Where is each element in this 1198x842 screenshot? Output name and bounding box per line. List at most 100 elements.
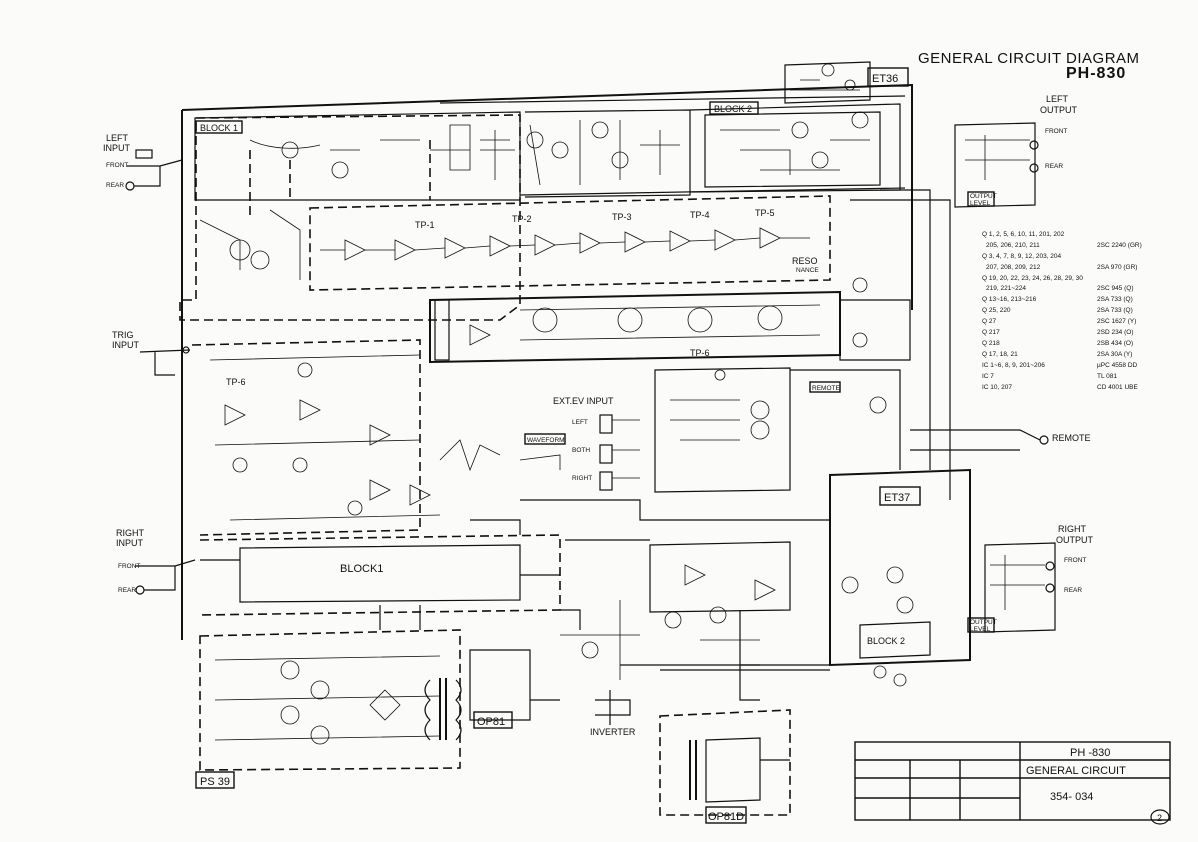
- tp-6-label-a: TP-6: [690, 348, 710, 358]
- left-input-label-1: LEFT: [106, 133, 129, 143]
- op81-label: OP81: [477, 716, 505, 728]
- svg-text:OUTPUT: OUTPUT: [970, 193, 997, 200]
- sheet-number: 2: [1150, 809, 1170, 825]
- svg-text:Q 27: Q 27: [982, 318, 996, 325]
- diagram-model: PH-830: [1066, 65, 1126, 82]
- block1-top-label-box: [195, 120, 243, 134]
- trig-input-section: TRIG INPUT: [112, 330, 191, 376]
- parts-list: Q 1, 2, 5, 6, 10, 11, 201, 202 205, 206,…: [982, 231, 1142, 391]
- tp-5-label: TP-5: [755, 208, 775, 218]
- title-block-model: PH -830: [1070, 747, 1110, 759]
- et36-label: ET36: [872, 73, 898, 85]
- svg-text:Q 217: Q 217: [982, 329, 1000, 336]
- et36-module: ET36: [784, 61, 909, 104]
- tp-6-label-b: TP-6: [226, 377, 246, 387]
- svg-text:LEVEL: LEVEL: [970, 626, 991, 633]
- svg-text:CD 4001 UBE: CD 4001 UBE: [1097, 384, 1138, 391]
- svg-text:2SA 970 (GR): 2SA 970 (GR): [1097, 264, 1137, 271]
- svg-text:µPC 4558 DD: µPC 4558 DD: [1097, 362, 1138, 369]
- remote-label: REMOTE: [1052, 433, 1091, 443]
- svg-text:205, 206, 210, 211: 205, 206, 210, 211: [986, 242, 1040, 249]
- trig-section: TP-6: [191, 339, 441, 536]
- svg-text:OUTPUT: OUTPUT: [970, 619, 997, 626]
- right-input-section: RIGHT INPUT FRONT REAR: [116, 528, 196, 595]
- svg-text:FRONT: FRONT: [1064, 557, 1086, 564]
- svg-text:BOTH: BOTH: [572, 447, 590, 454]
- waveform-label: WAVEFORM: [527, 437, 565, 444]
- svg-text:LEVEL: LEVEL: [970, 200, 991, 207]
- svg-text:Q 19, 20, 22, 23, 24, 26, 28,: Q 19, 20, 22, 23, 24, 26, 28, 29, 30: [982, 275, 1083, 282]
- title-block-number: 354- 034: [1050, 791, 1093, 803]
- svg-text:TL 081: TL 081: [1097, 373, 1117, 380]
- svg-text:RIGHT: RIGHT: [572, 475, 592, 482]
- svg-text:REAR: REAR: [106, 182, 124, 189]
- filter-stage: TP-1 TP-2 TP-3 TP-4 TP-5 RESO NANCE: [309, 195, 831, 291]
- right-input-label-2: INPUT: [116, 538, 144, 548]
- svg-text:2SA 733 (Q): 2SA 733 (Q): [1097, 307, 1133, 314]
- cross-wiring: [379, 189, 951, 671]
- switch-section: EXT.EV INPUT LEFT BOTH RIGHT WAVEFORM: [439, 396, 640, 491]
- ps39-label: PS 39: [200, 776, 230, 788]
- block1-top-label: BLOCK 1: [200, 123, 238, 133]
- op81d-module: OP81D: [659, 709, 791, 824]
- svg-text:IC 7: IC 7: [982, 373, 994, 380]
- svg-text:IC 1~6, 8, 9, 201~206: IC 1~6, 8, 9, 201~206: [982, 362, 1045, 369]
- svg-text:2SA 30A (Y): 2SA 30A (Y): [1097, 351, 1132, 358]
- top-amp-stage: [449, 120, 680, 186]
- title-block-title: GENERAL CIRCUIT: [1026, 765, 1126, 777]
- inverter-section: INVERTER: [590, 690, 636, 737]
- op81-module: OP81: [424, 649, 560, 741]
- block2-bottom-label: BLOCK 2: [867, 636, 905, 646]
- title-block: PH -830 GENERAL CIRCUIT 354- 034: [854, 741, 1171, 821]
- remote-section: REMOTE: [910, 429, 1091, 451]
- trig-input-label-2: INPUT: [112, 340, 140, 350]
- block1-mid: BLOCK1: [199, 534, 561, 616]
- right-output-label-2: OUTPUT: [1056, 535, 1094, 545]
- shift-section: [560, 541, 791, 701]
- svg-text:Q 13~16, 213~216: Q 13~16, 213~216: [982, 296, 1037, 303]
- svg-text:Q 3, 4, 7, 8, 9, 12, 203, 204: Q 3, 4, 7, 8, 9, 12, 203, 204: [982, 253, 1062, 260]
- tp-3-label: TP-3: [612, 212, 632, 222]
- svg-text:REMOTE: REMOTE: [812, 385, 840, 392]
- svg-text:REAR: REAR: [118, 587, 136, 594]
- svg-text:FRONT: FRONT: [118, 563, 140, 570]
- resonance-label-2: NANCE: [796, 267, 819, 274]
- inverter-label: INVERTER: [590, 727, 636, 737]
- svg-text:2SC 1627 (Y): 2SC 1627 (Y): [1097, 318, 1136, 325]
- svg-text:Q 218: Q 218: [982, 340, 1000, 347]
- svg-text:2: 2: [1157, 813, 1162, 823]
- et37-module: ET37 BLOCK 2: [829, 468, 971, 687]
- block2-top: BLOCK 2: [704, 101, 881, 188]
- resonance-label-1: RESO: [792, 256, 818, 266]
- left-output-label-2: OUTPUT: [1040, 105, 1078, 115]
- svg-text:207, 208, 209, 212: 207, 208, 209, 212: [986, 264, 1041, 271]
- tp-1-label: TP-1: [415, 220, 435, 230]
- ext-ev-input-label: EXT.EV INPUT: [553, 396, 614, 406]
- svg-text:Q 1, 2, 5, 6, 10, 11, 201, 202: Q 1, 2, 5, 6, 10, 11, 201, 202: [982, 231, 1065, 238]
- svg-text:2SD 234 (O): 2SD 234 (O): [1097, 329, 1134, 336]
- phase-stage: TP-6: [429, 290, 841, 364]
- block1-mid-label: BLOCK1: [340, 563, 383, 575]
- right-input-label-1: RIGHT: [116, 528, 145, 538]
- svg-text:Q 17, 18, 21: Q 17, 18, 21: [982, 351, 1018, 358]
- block1-top: BLOCK 1: [179, 114, 521, 321]
- right-output-label-1: RIGHT: [1058, 524, 1087, 534]
- svg-text:IC 10, 207: IC 10, 207: [982, 384, 1012, 391]
- left-output-section: LEFT OUTPUT FRONT REAR OUTPUT LEVEL: [954, 94, 1078, 208]
- svg-text:219, 221~224: 219, 221~224: [986, 285, 1026, 292]
- left-input-section: LEFT INPUT FRONT REAR: [103, 133, 183, 191]
- svg-text:2SC 2240 (GR): 2SC 2240 (GR): [1097, 242, 1142, 249]
- svg-text:REAR: REAR: [1064, 587, 1082, 594]
- tp-4-label: TP-4: [690, 210, 710, 220]
- svg-text:FRONT: FRONT: [1045, 128, 1067, 135]
- svg-text:FRONT: FRONT: [106, 162, 128, 169]
- opamp-row-1: [320, 227, 810, 261]
- diagram-title: GENERAL CIRCUIT DIAGRAM: [918, 50, 1140, 67]
- left-output-label-1: LEFT: [1046, 94, 1069, 104]
- svg-text:2SC 945 (Q): 2SC 945 (Q): [1097, 285, 1134, 292]
- ps39-module: PS 39: [195, 629, 461, 789]
- svg-text:2SB 434 (O): 2SB 434 (O): [1097, 340, 1133, 347]
- tp-2-label: TP-2: [512, 214, 532, 224]
